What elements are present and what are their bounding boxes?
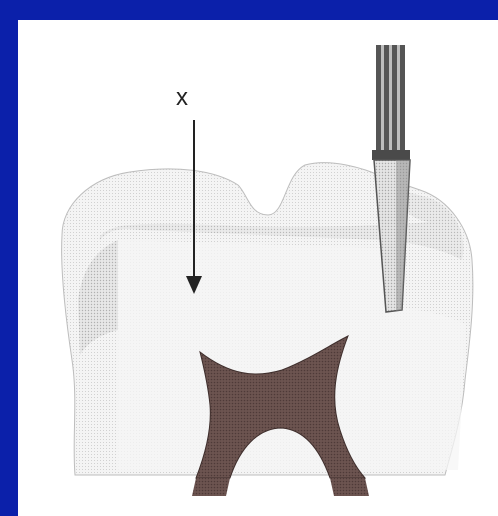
root-canal-left: [192, 478, 230, 496]
instrument-shaft-4: [400, 45, 405, 155]
instrument-shaft-gap-2: [389, 45, 392, 155]
root-canal-right: [330, 478, 369, 496]
instrument-shaft-gap-3: [397, 45, 400, 155]
instrument-shaft-1: [376, 45, 381, 155]
instrument-shaft-gap-1: [381, 45, 384, 155]
label-x: x: [176, 86, 188, 110]
instrument-collar: [372, 150, 410, 160]
instrument-shaft-3: [392, 45, 397, 155]
instrument-shaft-2: [384, 45, 389, 155]
